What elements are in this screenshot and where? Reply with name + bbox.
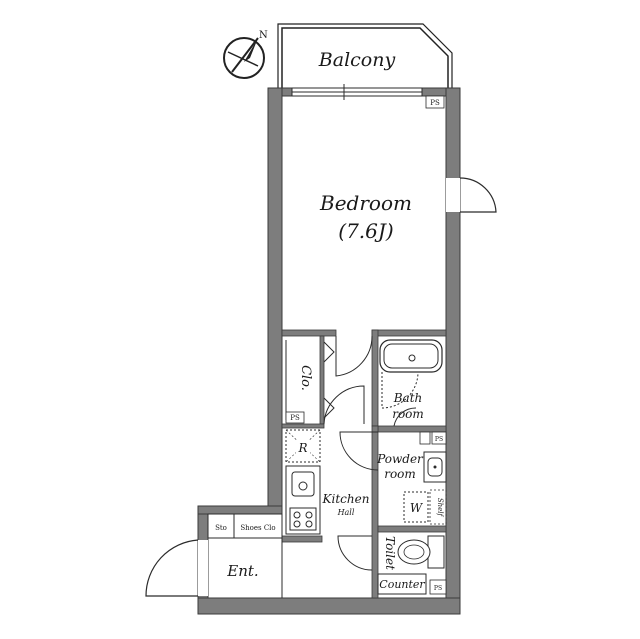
closet-label: Clo.: [298, 365, 313, 391]
pipe-space-closet-label: PS: [290, 414, 300, 422]
bedroom-label: Bedroom: [319, 191, 412, 215]
toilet-room: Toilet Counter PS: [337, 535, 447, 595]
washer-space: [403, 491, 429, 523]
hall-label: Hall: [337, 508, 355, 517]
entrance-door-swing: [145, 539, 199, 597]
powder-label-line1: Powder: [376, 452, 424, 466]
kitchen-label: Kitchen: [322, 492, 370, 506]
kitchen: R Kitchen Hall: [285, 429, 370, 535]
pipe-space-label: PS: [430, 99, 440, 107]
toilet-bowl: [397, 539, 431, 565]
shoes-closet-label: Shoes Clo: [240, 524, 275, 532]
kitchen-counter: [285, 465, 321, 535]
bath-label-line2: room: [392, 407, 424, 421]
shelf-label: Shelf: [436, 498, 444, 518]
toilet-counter: [377, 573, 427, 595]
counter-label: Counter: [379, 578, 425, 591]
refrigerator: [285, 429, 321, 463]
bedroom-door-swing: [335, 335, 373, 377]
balcony-window: [291, 84, 423, 100]
shelf: [429, 489, 447, 525]
kitchen-sink: [291, 471, 315, 497]
hall-door-swing: [323, 385, 365, 425]
shoe-storage: [207, 513, 283, 539]
interior-walls: [281, 329, 447, 599]
refrigerator-label: R: [297, 441, 307, 455]
bedroom-size-label: (7.6J): [338, 219, 393, 243]
stove: [289, 507, 317, 531]
pipe-space-toilet-label: PS: [434, 585, 442, 592]
bath-label-line1: Bath: [393, 391, 423, 405]
bedroom: Bedroom (7.6J): [319, 191, 412, 243]
pipe-space-top: PS: [425, 95, 445, 109]
powder-room: Powder room W Shelf: [339, 431, 447, 525]
compass-north-label: N: [259, 30, 268, 41]
compass-icon: N: [223, 30, 268, 79]
bathroom: Bath room: [379, 339, 443, 427]
entrance: Sto Shoes Clo Ent.: [145, 513, 283, 598]
balcony: Balcony: [277, 23, 453, 92]
storage-label: Sto: [215, 524, 227, 532]
washer-label: W: [410, 501, 424, 515]
balcony-label: Balcony: [318, 49, 396, 71]
bathtub: [379, 339, 443, 373]
powder-label-line2: room: [384, 467, 416, 481]
closet: Clo. PS: [285, 340, 335, 424]
side-window-swing: [446, 177, 497, 213]
entrance-label: Ent.: [226, 562, 258, 580]
toilet-label: Toilet: [383, 536, 397, 570]
pipe-space-bath: PS: [419, 431, 447, 445]
pipe-space-bath-label: PS: [435, 436, 443, 443]
